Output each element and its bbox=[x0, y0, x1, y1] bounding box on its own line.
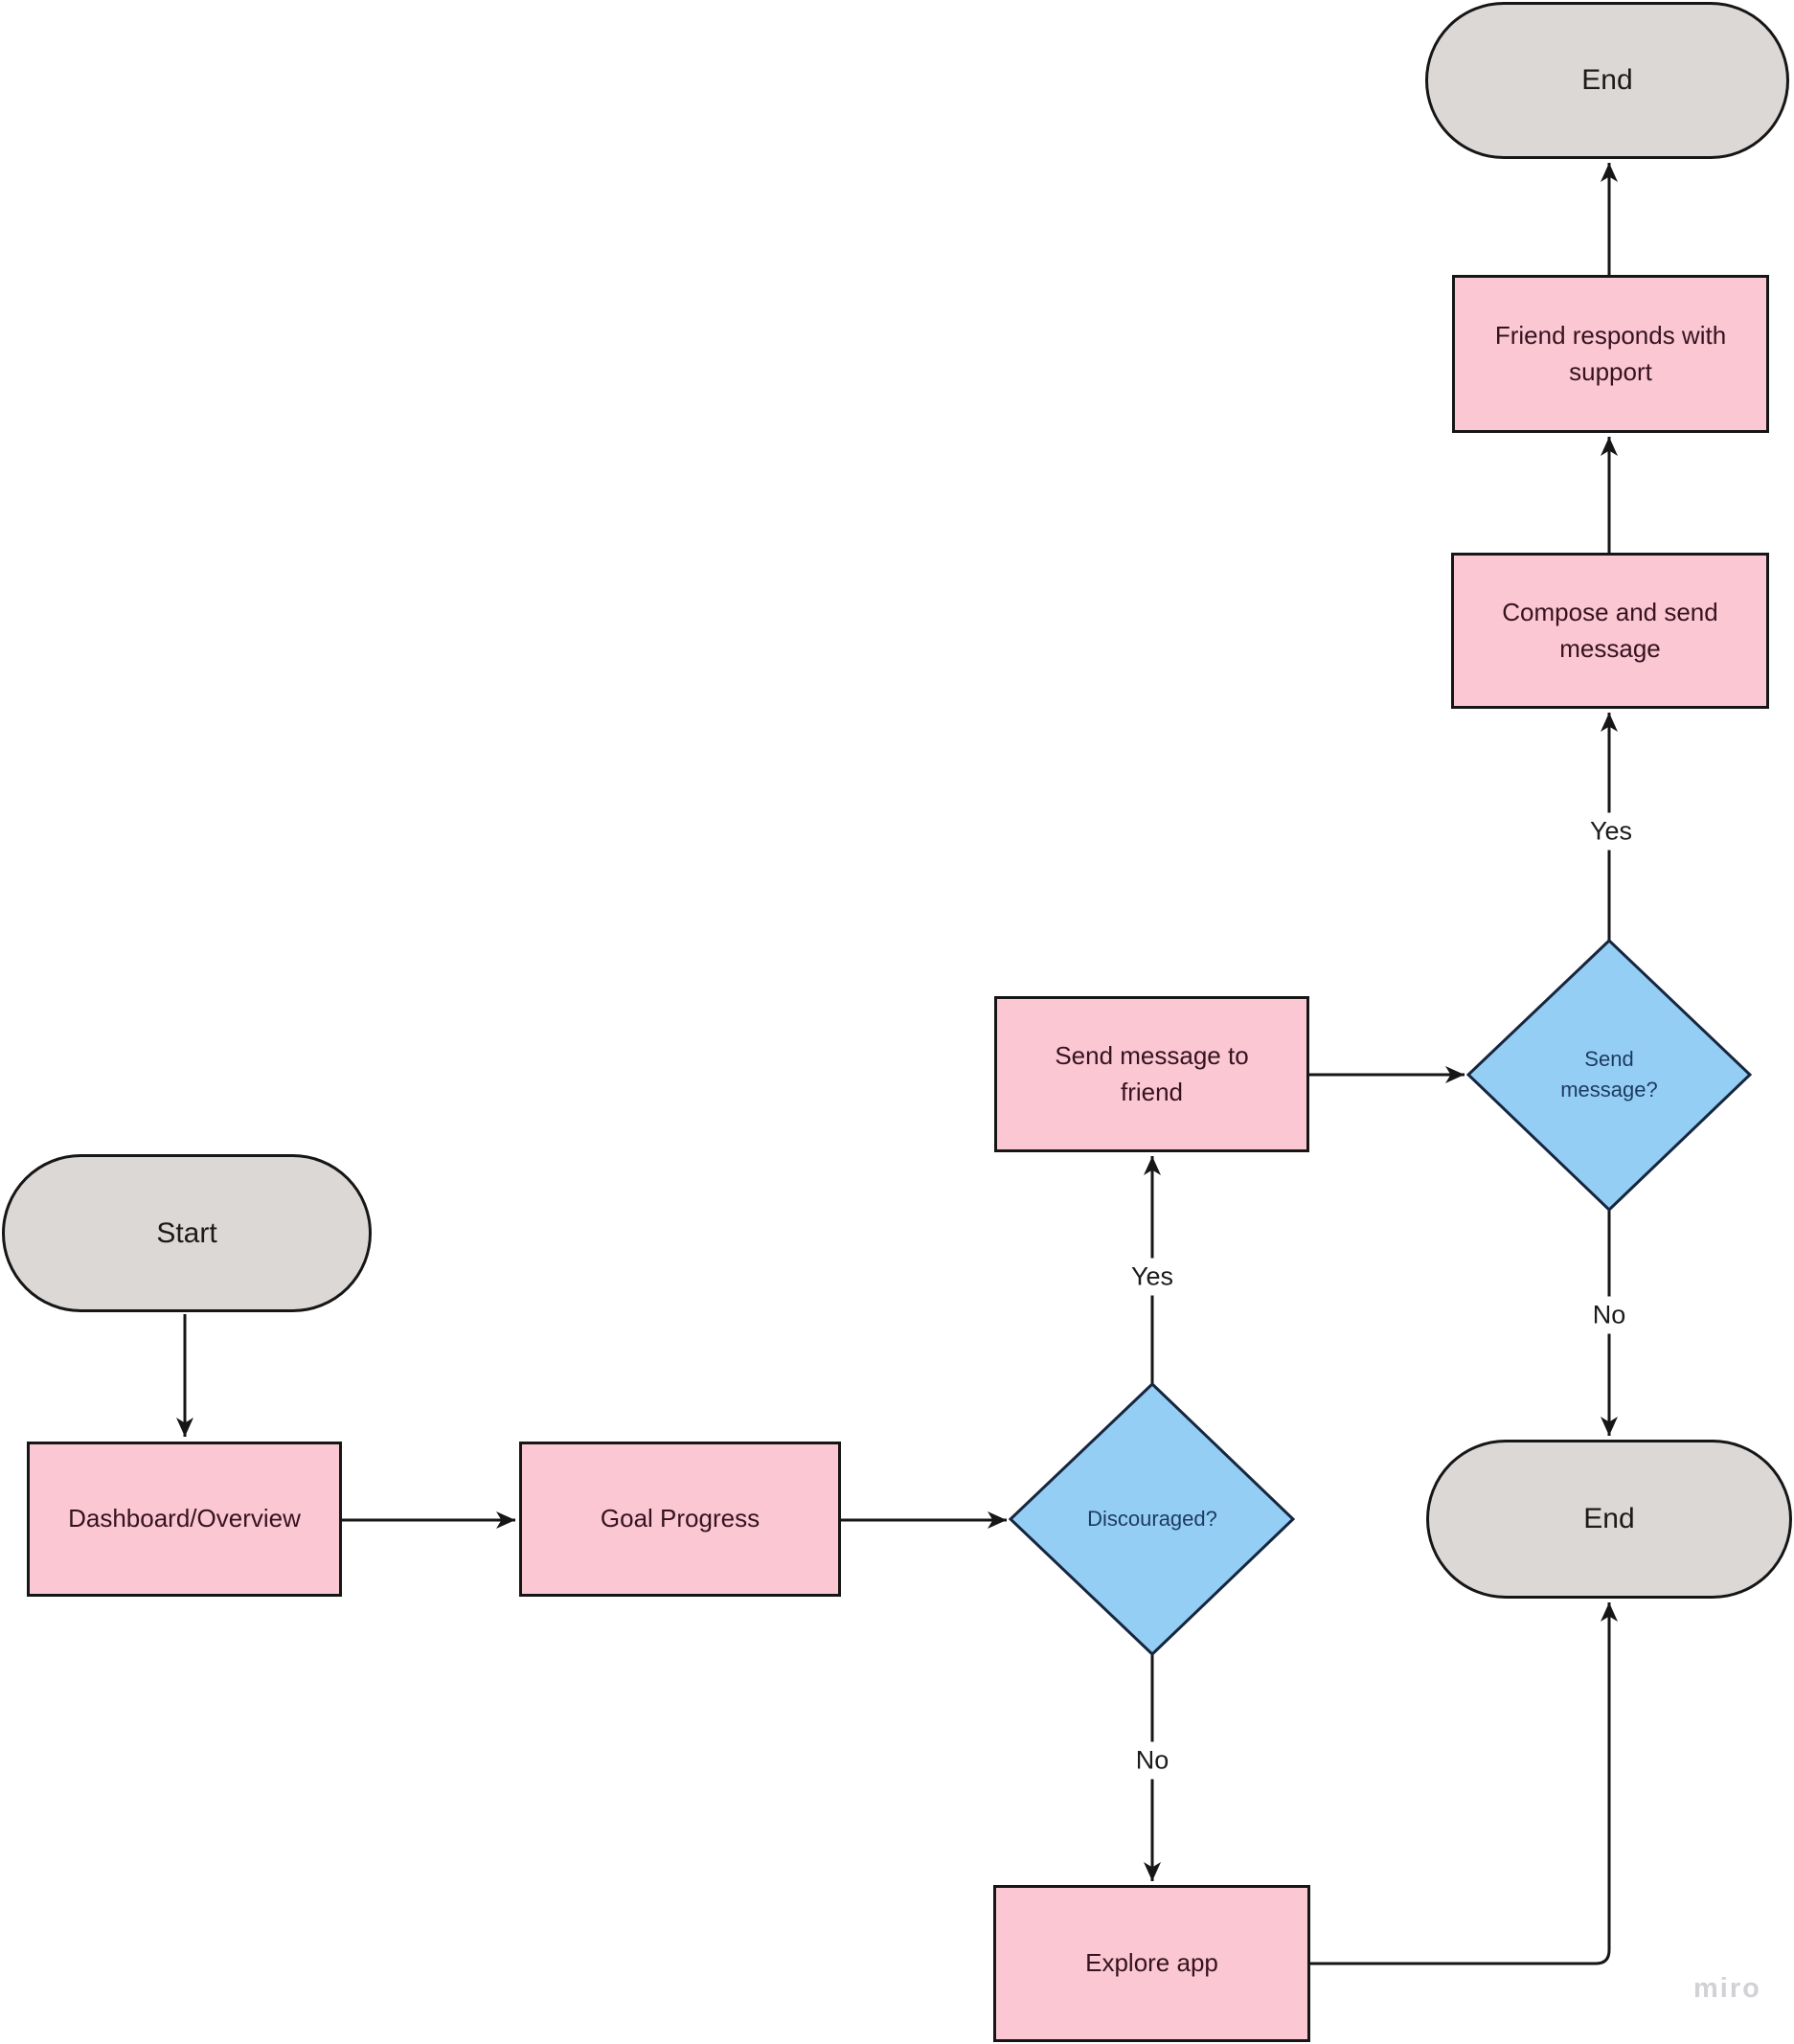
decision-discouraged-label: Discouraged? bbox=[1087, 1507, 1217, 1532]
terminator-end-top[interactable]: End bbox=[1425, 2, 1789, 159]
process-send-message-to-friend-label: Send message to friend bbox=[1055, 1040, 1249, 1106]
edge-explore-to-end-bottom[interactable] bbox=[1310, 1602, 1618, 1965]
decision-send-message-label: Send message? bbox=[1560, 1047, 1658, 1101]
decision-send-message[interactable] bbox=[1465, 938, 1753, 1213]
decision-discouraged[interactable] bbox=[1008, 1381, 1296, 1657]
process-friend-responds-with-support[interactable]: Friend responds with support bbox=[1452, 275, 1769, 433]
terminator-end-bottom-label: End bbox=[1583, 1503, 1635, 1534]
edge-label-send-yes: Yes bbox=[1580, 812, 1642, 851]
process-compose-and-send-message-label: Compose and send message bbox=[1502, 597, 1718, 663]
process-explore-app-label: Explore app bbox=[1085, 1948, 1218, 1978]
edge-label-discouraged-yes: Yes bbox=[1122, 1258, 1183, 1296]
process-dashboard-overview[interactable]: Dashboard/Overview bbox=[27, 1442, 342, 1597]
edge-label-discouraged-no: No bbox=[1126, 1741, 1178, 1780]
process-goal-progress-label: Goal Progress bbox=[600, 1504, 761, 1533]
terminator-start-label: Start bbox=[156, 1216, 217, 1249]
terminator-end-top-label: End bbox=[1581, 64, 1633, 96]
process-explore-app[interactable]: Explore app bbox=[993, 1885, 1310, 2042]
edge-label-send-no: No bbox=[1583, 1296, 1635, 1334]
process-compose-and-send-message[interactable]: Compose and send message bbox=[1451, 553, 1769, 709]
process-friend-responds-with-support-label: Friend responds with support bbox=[1494, 320, 1727, 386]
miro-watermark: miro bbox=[1693, 1973, 1761, 2004]
process-send-message-to-friend[interactable]: Send message to friend bbox=[994, 996, 1309, 1152]
process-dashboard-overview-label: Dashboard/Overview bbox=[68, 1504, 301, 1533]
terminator-start[interactable]: Start bbox=[2, 1154, 372, 1312]
terminator-end-bottom[interactable]: End bbox=[1426, 1440, 1792, 1599]
process-goal-progress[interactable]: Goal Progress bbox=[519, 1442, 841, 1597]
